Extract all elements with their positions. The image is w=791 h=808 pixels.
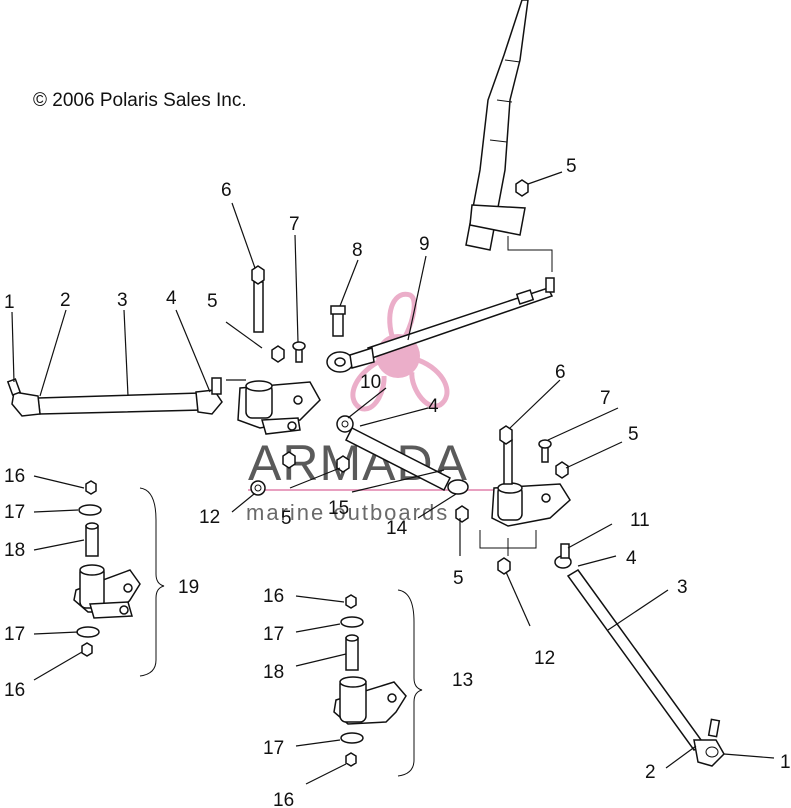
- callout-2: 2: [60, 290, 71, 311]
- callout-5: 5: [566, 156, 577, 177]
- callout-17: 17: [263, 624, 284, 645]
- callout-12: 12: [534, 648, 555, 669]
- callout-5: 5: [207, 291, 218, 312]
- watermark-tagline: marine outboards: [246, 500, 449, 525]
- callout-3: 3: [117, 290, 128, 311]
- callout-2: 2: [645, 762, 656, 783]
- callout-11: 11: [630, 510, 650, 531]
- callout-16: 16: [263, 586, 284, 607]
- callout-1: 1: [4, 292, 15, 313]
- callout-labels: 1 2 3 4 5 6 7 8 9 5 10 4 6 7 5 16 17 18 …: [4, 156, 791, 808]
- leader-lines: [11, 171, 775, 785]
- callout-17: 17: [4, 502, 25, 523]
- callout-7: 7: [289, 214, 300, 235]
- callout-4: 4: [626, 548, 637, 569]
- right-tie-rod: [554, 543, 725, 767]
- callout-17: 17: [4, 624, 25, 645]
- propeller-blade-icon: [409, 357, 450, 409]
- callout-13: 13: [452, 670, 473, 691]
- callout-18: 18: [263, 662, 284, 683]
- callout-5: 5: [453, 568, 464, 589]
- callout-6: 6: [221, 180, 232, 201]
- callout-17: 17: [263, 738, 284, 759]
- callout-16: 16: [4, 466, 25, 487]
- copyright-text: © 2006 Polaris Sales Inc.: [33, 90, 247, 111]
- propeller-blade-icon: [387, 291, 417, 340]
- callout-16: 16: [4, 680, 25, 701]
- callout-5: 5: [628, 424, 639, 445]
- callout-15: 15: [328, 498, 349, 519]
- bolt-8: [330, 305, 346, 337]
- callout-1: 1: [780, 752, 791, 773]
- callout-5: 5: [281, 508, 292, 529]
- callout-12: 12: [199, 507, 220, 528]
- callout-3: 3: [677, 577, 688, 598]
- callout-8: 8: [352, 240, 363, 261]
- callout-18: 18: [4, 540, 25, 561]
- callout-7: 7: [600, 388, 611, 409]
- callout-4: 4: [428, 396, 439, 417]
- callout-4: 4: [166, 288, 177, 309]
- callout-19: 19: [178, 577, 199, 598]
- callout-10: 10: [360, 372, 381, 393]
- idler-arm-13: [333, 589, 423, 777]
- callout-9: 9: [419, 234, 430, 255]
- idler-arm-19: [73, 480, 165, 677]
- left-pitman-arm: [237, 265, 321, 496]
- callout-16: 16: [273, 790, 294, 808]
- left-tie-rod: [6, 377, 223, 417]
- steering-column: [465, 0, 553, 272]
- callout-6: 6: [555, 362, 566, 383]
- callout-14: 14: [386, 518, 408, 539]
- drag-link: [326, 277, 555, 373]
- right-pitman-arm: [455, 425, 571, 575]
